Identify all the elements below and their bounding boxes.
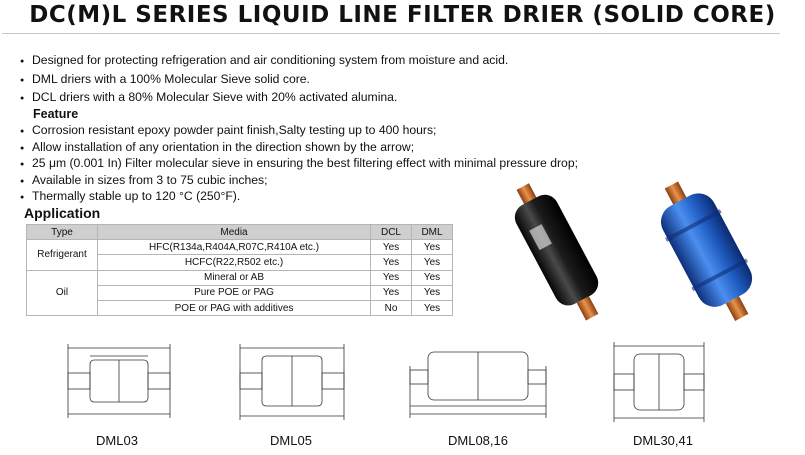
product-photos: [514, 181, 753, 321]
type-cell: Oil: [26, 269, 98, 317]
black-drier-image: [514, 183, 599, 321]
dcl-cell: No: [370, 299, 412, 317]
diagram-label-dml08-16: DML08,16: [448, 433, 508, 448]
dcl-cell: Yes: [370, 239, 412, 256]
application-heading: Application: [24, 205, 101, 221]
col-header-dml: DML: [411, 223, 453, 241]
feature-item: Corrosion resistant epoxy powder paint f…: [20, 123, 578, 140]
diagram-label-dml03: DML03: [96, 433, 138, 448]
feature-list: Corrosion resistant epoxy powder paint f…: [20, 123, 578, 206]
media-cell: HCFC(R22,R502 etc.): [97, 254, 371, 271]
intro-bullet: Designed for protecting refrigeration an…: [20, 52, 508, 71]
media-cell: Pure POE or PAG: [97, 284, 371, 301]
media-cell: POE or PAG with additives: [97, 299, 371, 317]
dml-cell: Yes: [411, 299, 453, 317]
dcl-cell: Yes: [370, 269, 412, 286]
diagram-dml30-41: [613, 342, 705, 422]
feature-item: Allow installation of any orientation in…: [20, 140, 578, 157]
intro-bullet-list: Designed for protecting refrigeration an…: [20, 52, 508, 108]
dml-cell: Yes: [411, 239, 453, 256]
diagram-dml03: [67, 344, 171, 418]
diagram-dml05: [239, 344, 345, 420]
diagram-label-dml30-41: DML30,41: [633, 433, 693, 448]
table-row: Oil Mineral or AB Yes Yes: [26, 269, 453, 317]
intro-bullet: DML driers with a 100% Molecular Sieve s…: [20, 71, 508, 90]
feature-heading: Feature: [33, 107, 79, 121]
diagram-label-dml05: DML05: [270, 433, 312, 448]
dml-cell: Yes: [411, 254, 453, 271]
diagram-dml08-16: [409, 351, 547, 418]
table-row: Pure POE or PAG Yes Yes: [27, 284, 453, 301]
dcl-cell: Yes: [370, 254, 412, 271]
table-row: Refrigerant HFC(R134a,R404A,R07C,R410A e…: [26, 239, 453, 271]
table-header-row: Type Media DCL DML: [26, 223, 453, 241]
table-row: POE or PAG with additives No Yes: [27, 299, 453, 317]
feature-item: Available in sizes from 3 to 75 cubic in…: [20, 173, 578, 190]
intro-bullet: DCL driers with a 80% Molecular Sieve wi…: [20, 89, 508, 108]
dcl-cell: Yes: [370, 284, 412, 301]
blue-drier-image: [660, 181, 753, 321]
col-header-type: Type: [26, 223, 98, 241]
media-cell: HFC(R134a,R404A,R07C,R410A etc.): [97, 239, 371, 256]
title-divider: [2, 33, 780, 34]
col-header-media: Media: [97, 223, 371, 241]
page-title: DC(M)L SERIES LIQUID LINE FILTER DRIER (…: [29, 2, 776, 28]
feature-item: 25 μm (0.001 In) Filter molecular sieve …: [20, 156, 578, 173]
application-table: Type Media DCL DML Refrigerant HFC(R134a…: [26, 223, 453, 317]
dml-cell: Yes: [411, 269, 453, 286]
dml-cell: Yes: [411, 284, 453, 301]
media-cell: Mineral or AB: [97, 269, 371, 286]
type-cell: Refrigerant: [26, 239, 98, 271]
col-header-dcl: DCL: [370, 223, 412, 241]
feature-item: Thermally stable up to 120 °C (250°F).: [20, 189, 578, 206]
dimension-diagrams: [67, 342, 705, 422]
